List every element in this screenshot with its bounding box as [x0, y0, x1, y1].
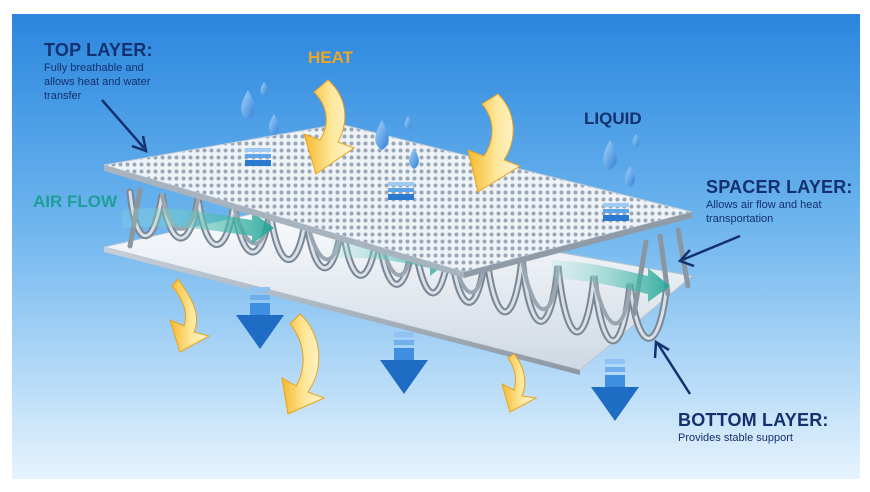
spacer-layer-title: SPACER LAYER:	[706, 177, 853, 197]
top-layer-callout: TOP LAYER: Fully breathable and allows h…	[44, 40, 153, 103]
air-flow-label: AIR FLOW	[33, 192, 118, 211]
liquid-label: LIQUID	[584, 109, 642, 128]
heat-arrow-icon	[169, 278, 538, 415]
top-layer-desc-2: allows heat and water	[44, 76, 151, 88]
spacer-layer-desc-2: transportation	[706, 213, 774, 225]
top-layer-title: TOP LAYER:	[44, 40, 153, 60]
heat-arrow-icon	[303, 79, 522, 193]
air-flow-arrow-icon	[122, 208, 670, 302]
top-layer-desc-1: Fully breathable and	[44, 62, 144, 74]
top-layer-desc-3: transfer	[44, 90, 82, 102]
water-drop-icon	[241, 82, 640, 187]
mesh-diagram: TOP LAYER: Fully breathable and allows h…	[12, 14, 860, 479]
bottom-layer-callout: BOTTOM LAYER: Provides stable support	[678, 410, 829, 445]
bottom-layer-title: BOTTOM LAYER:	[678, 410, 829, 430]
spacer-layer-desc-1: Allows air flow and heat	[706, 199, 822, 211]
spacer-layer-callout: SPACER LAYER: Allows air flow and heat t…	[706, 177, 853, 226]
diagram-canvas	[12, 14, 860, 479]
water-bar-icon	[245, 148, 629, 221]
pointer-arrow-icon	[101, 99, 741, 395]
bottom-layer-desc-1: Provides stable support	[678, 432, 793, 444]
water-down-arrow-icon	[236, 287, 639, 421]
heat-label: HEAT	[308, 48, 354, 67]
